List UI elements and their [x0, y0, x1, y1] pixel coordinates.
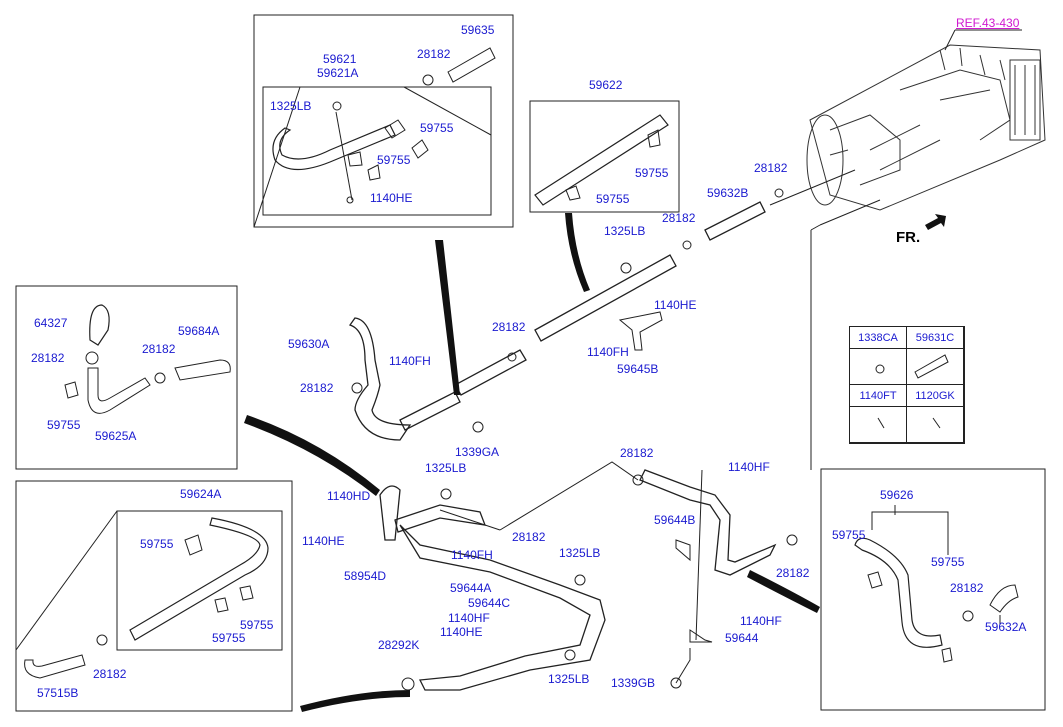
part-label[interactable]: 28182 — [512, 530, 546, 544]
part-label[interactable]: 1140HF — [728, 460, 770, 474]
legend-header[interactable]: 1120GK — [906, 384, 964, 407]
part-label[interactable]: 59632B — [707, 186, 749, 200]
part-label[interactable]: 59630A — [288, 337, 330, 351]
part-label[interactable]: 28292K — [378, 638, 420, 652]
part-label[interactable]: 59644C — [468, 596, 511, 610]
legend-header[interactable]: 1338CA — [849, 326, 907, 349]
part-label[interactable]: 28182 — [620, 446, 654, 460]
part-label[interactable]: 59755 — [377, 153, 411, 167]
part-label[interactable]: 59755 — [240, 618, 274, 632]
part-label[interactable]: 59755 — [420, 121, 454, 135]
part-label[interactable]: 28182 — [93, 667, 127, 681]
part-label[interactable]: 1140HE — [302, 534, 345, 548]
part-label[interactable]: 28182 — [662, 211, 696, 225]
detail-box-59684a — [15, 285, 238, 470]
part-label[interactable]: 59755 — [596, 192, 630, 206]
middle-pipes — [379, 469, 777, 691]
part-label[interactable]: 1140FH — [451, 548, 493, 562]
detail-box-59621 — [253, 14, 514, 228]
part-label[interactable]: 59755 — [635, 166, 669, 180]
legend-icon-cell — [849, 406, 907, 443]
part-label[interactable]: 1325LB — [270, 99, 312, 113]
part-label[interactable]: 64327 — [34, 316, 68, 330]
part-label[interactable]: 1339GA — [455, 445, 500, 459]
part-label[interactable]: 28182 — [142, 342, 176, 356]
legend-header[interactable]: 1140FT — [849, 384, 907, 407]
legend-header[interactable]: 59631C — [906, 326, 964, 349]
part-label[interactable]: 1140HF — [448, 611, 490, 625]
hose-59626 — [854, 537, 943, 648]
ref-label[interactable]: REF.43-430 — [956, 16, 1020, 30]
part-label[interactable]: 28182 — [754, 161, 788, 175]
part-label[interactable]: 1140HE — [654, 298, 697, 312]
part-label[interactable]: 59684A — [178, 324, 220, 338]
fr-arrow-icon — [925, 214, 946, 230]
part-label[interactable]: 28182 — [950, 581, 984, 595]
part-label[interactable]: 59621A — [317, 66, 359, 80]
part-label[interactable]: 1325LB — [559, 546, 601, 560]
detail-box-59624a — [15, 480, 293, 712]
upper-pipe — [399, 201, 766, 431]
part-label[interactable]: 1325LB — [604, 224, 646, 238]
part-label[interactable]: 28182 — [300, 381, 334, 395]
part-label[interactable]: 1140HF — [740, 614, 782, 628]
legend-icon-cell — [906, 406, 964, 443]
parts-legend-table: 1338CA 59631C 1140FT 1120GK — [849, 326, 965, 444]
part-label[interactable]: 1140FH — [587, 345, 629, 359]
hose-59630a — [348, 317, 412, 441]
part-label[interactable]: 59624A — [180, 487, 222, 501]
part-label[interactable]: 59755 — [47, 418, 81, 432]
part-label[interactable]: 59755 — [931, 555, 965, 569]
part-label[interactable]: 59755 — [832, 528, 866, 542]
legend-icon-cell — [906, 348, 964, 385]
part-label[interactable]: 59755 — [212, 631, 246, 645]
part-label[interactable]: 28182 — [776, 566, 810, 580]
part-label[interactable]: 1140FH — [389, 354, 431, 368]
part-label[interactable]: 59622 — [589, 78, 623, 92]
legend-icon-cell — [849, 348, 907, 385]
part-label[interactable]: 59644 — [725, 631, 759, 645]
leader-arcs — [244, 213, 820, 712]
part-label[interactable]: 1339GB — [611, 676, 656, 690]
hose-59624a — [129, 517, 269, 641]
part-label[interactable]: 58954D — [344, 569, 387, 583]
part-label[interactable]: 1140HD — [327, 489, 371, 503]
hose-59622 — [534, 114, 669, 206]
part-label[interactable]: 28182 — [31, 351, 65, 365]
part-label[interactable]: 57515B — [37, 686, 79, 700]
part-label[interactable]: 59621 — [323, 52, 357, 66]
part-label[interactable]: 59635 — [461, 23, 495, 37]
part-label[interactable]: 59632A — [985, 620, 1027, 634]
hose-59621 — [272, 124, 396, 171]
detail-box-59621-inner — [262, 86, 492, 216]
part-label[interactable]: 59644B — [654, 513, 696, 527]
part-label[interactable]: 59645B — [617, 362, 659, 376]
part-label[interactable]: 1325LB — [425, 461, 467, 475]
part-label[interactable]: 59755 — [140, 537, 174, 551]
part-label[interactable]: 59644A — [450, 581, 492, 595]
part-label[interactable]: 59625A — [95, 429, 137, 443]
part-label[interactable]: 1140HE — [370, 191, 413, 205]
part-label[interactable]: 28182 — [417, 47, 451, 61]
part-label[interactable]: 59626 — [880, 488, 914, 502]
detail-box-59622 — [529, 100, 680, 213]
part-label[interactable]: 1140HE — [440, 625, 483, 639]
part-label[interactable]: 28182 — [492, 320, 526, 334]
part-label[interactable]: 1325LB — [548, 672, 590, 686]
transmission-drawing — [806, 44, 1046, 211]
detail-box-59626 — [820, 468, 1046, 711]
hose-64327 — [89, 304, 110, 346]
direction-label: FR. — [896, 229, 921, 246]
